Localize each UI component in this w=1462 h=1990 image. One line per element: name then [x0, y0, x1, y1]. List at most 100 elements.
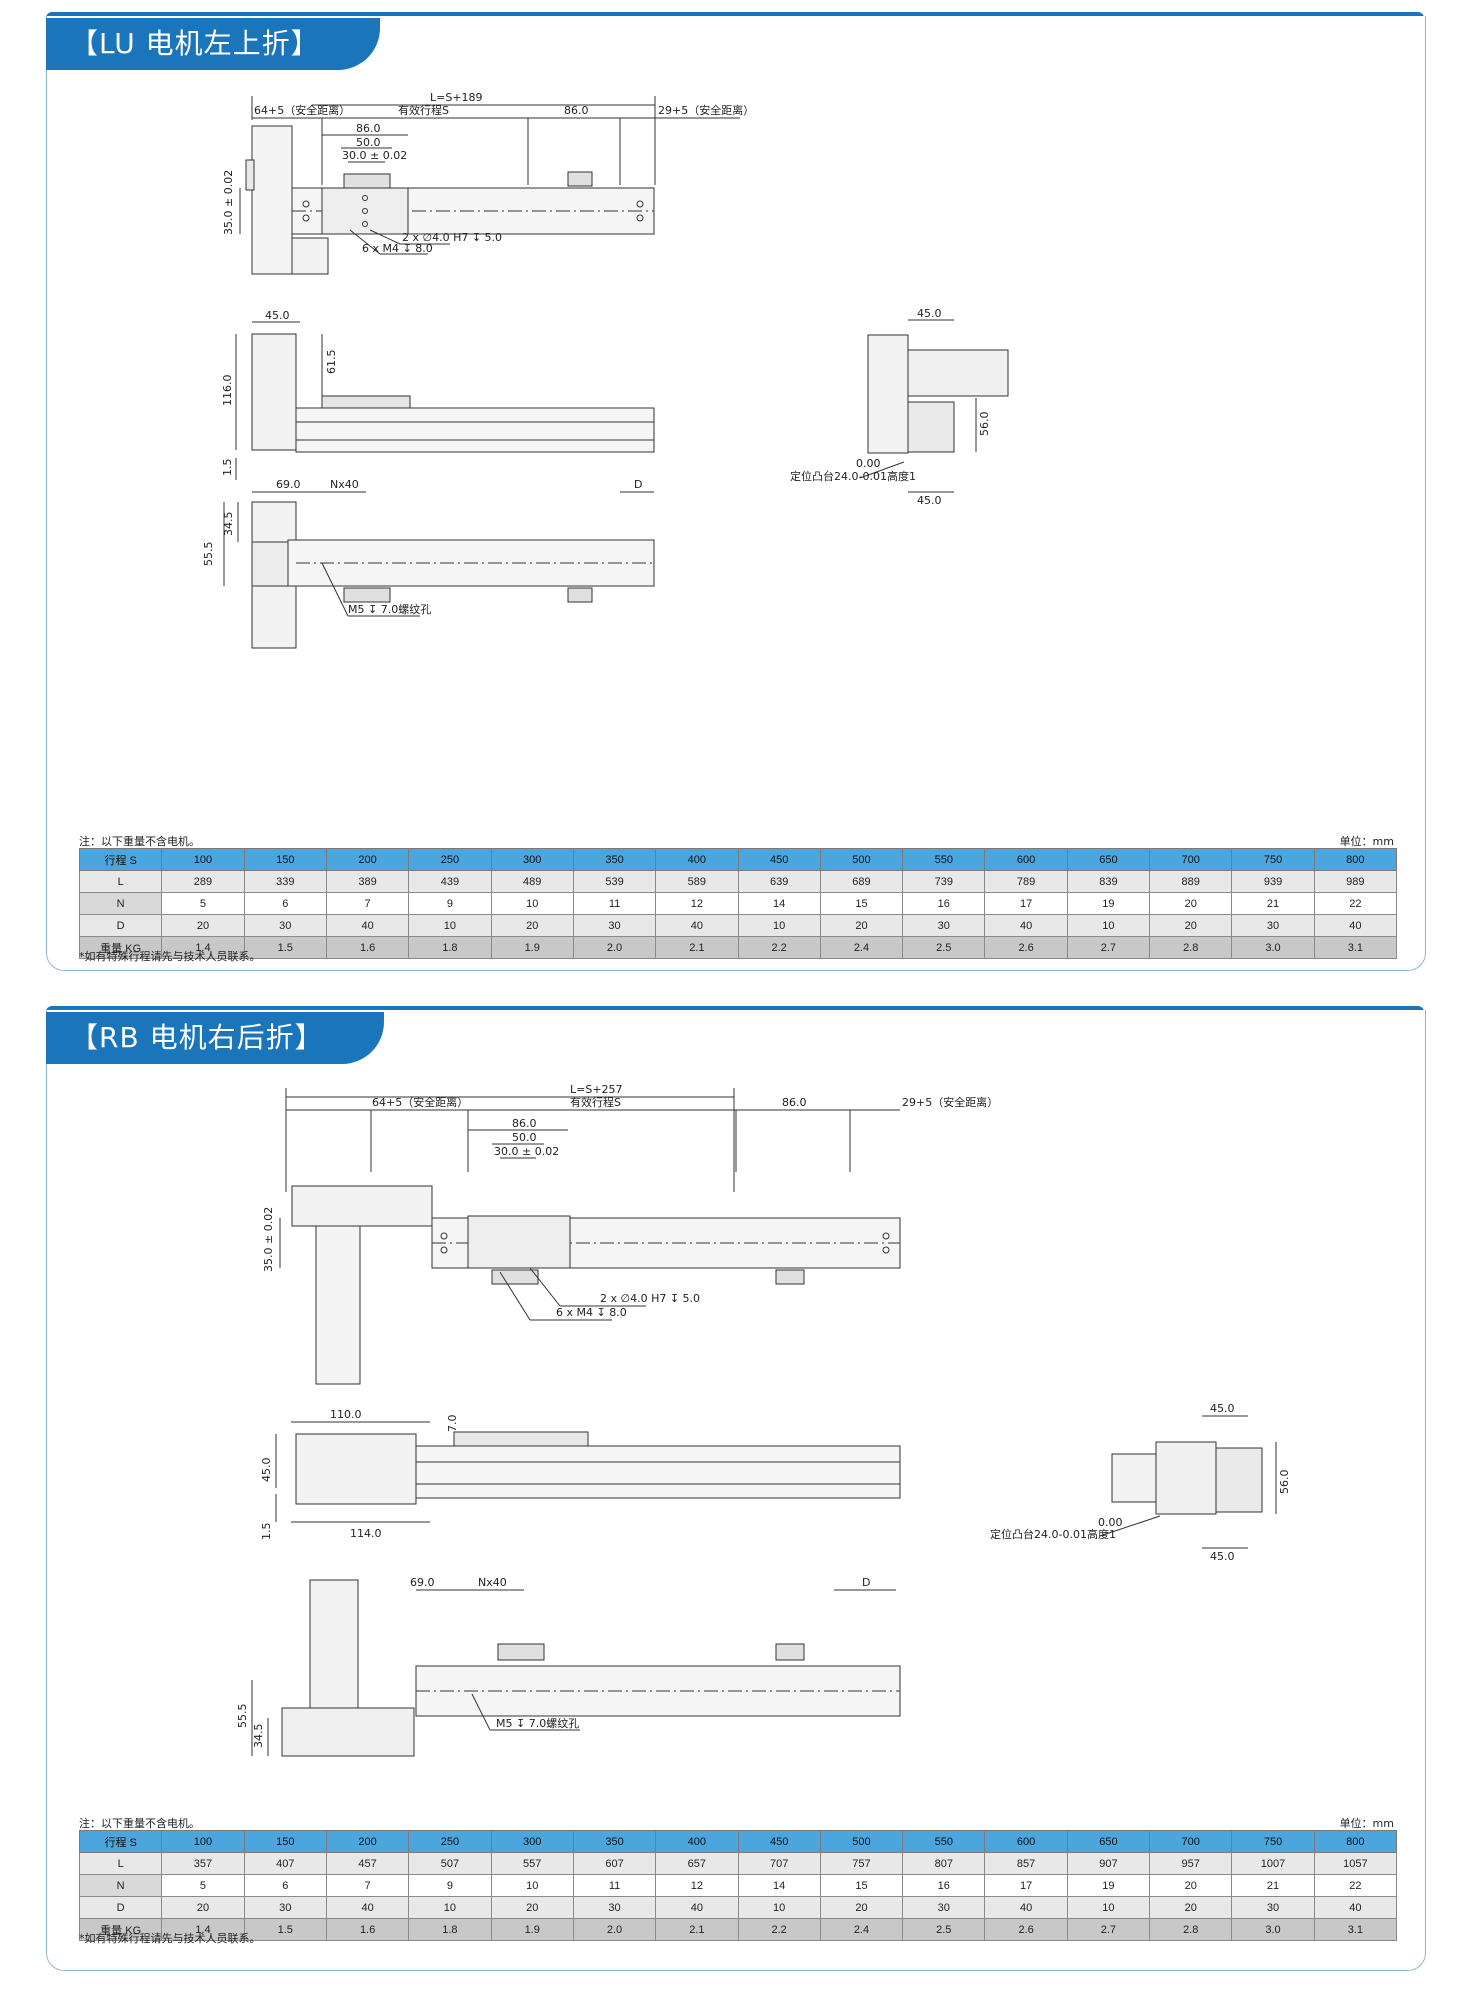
table-cell: 607 — [572, 1852, 657, 1875]
table-cell: 2.8 — [1149, 1918, 1233, 1941]
table-cell: 2.6 — [984, 936, 1068, 959]
table-cell: 9 — [408, 892, 492, 915]
table-cell: 20 — [1149, 892, 1233, 915]
table-cell: 689 — [819, 870, 904, 893]
table-row-label: L — [78, 1852, 163, 1875]
table-cell: 20 — [161, 1896, 245, 1919]
table-cell: 17 — [984, 892, 1068, 915]
table-cell: 889 — [1149, 870, 1233, 893]
table-cell: 20 — [819, 914, 904, 937]
table-cell: 7 — [325, 892, 410, 915]
table-cell: 857 — [984, 1852, 1068, 1875]
table-row: 重量 KG 1.4 1.5 1.6 1.8 1.9 2.0 2.1 2.2 2.… — [78, 936, 1398, 959]
table-header-cell: 250 — [408, 848, 492, 871]
table-cell: 407 — [243, 1852, 327, 1875]
lu-spec-table: 行程 S 100 150 200 250 300 350 400 450 500… — [78, 848, 1398, 959]
table-cell: 639 — [737, 870, 821, 893]
rb-dim-overall: L=S+257 — [570, 1083, 623, 1096]
table-cell: 20 — [819, 1896, 904, 1919]
rb-footnote: *如有特殊行程请先与技术人员联系。 — [79, 1932, 261, 1945]
table-cell: 1.9 — [490, 1918, 574, 1941]
table-cell: 6 — [243, 1874, 327, 1897]
table-cell: 2.5 — [902, 936, 986, 959]
table-header-cell: 150 — [243, 1830, 327, 1853]
table-header-cell: 450 — [737, 1830, 821, 1853]
table-cell: 16 — [902, 892, 986, 915]
lu-dim-safe-right: 29+5（安全距离） — [658, 103, 754, 117]
section-rb-title-text: 【RB 电机右后折】 — [70, 1021, 324, 1054]
table-cell: 10 — [737, 1896, 821, 1919]
table-cell: 2.5 — [902, 1918, 986, 1941]
lu-dim-bot-d: D — [634, 478, 642, 491]
table-row: L 289 339 389 439 489 539 589 639 689 73… — [78, 870, 1398, 893]
table-cell: 20 — [1149, 1874, 1233, 1897]
table-header-cell: 750 — [1231, 1830, 1315, 1853]
table-cell: 40 — [1313, 1896, 1398, 1919]
rb-dim-stroke: 有效行程S — [570, 1095, 621, 1109]
table-header-cell: 200 — [325, 848, 410, 871]
table-cell: 40 — [1313, 914, 1398, 937]
table-cell: 3.1 — [1313, 936, 1398, 959]
table-header-cell: 650 — [1066, 848, 1151, 871]
rb-dim-boss: 定位凸台24.0-0.01高度1 — [990, 1527, 1116, 1541]
table-row: 重量 KG 1.4 1.5 1.6 1.8 1.9 2.0 2.1 2.2 2.… — [78, 1918, 1398, 1941]
table-header-cell: 600 — [984, 1830, 1068, 1853]
table-cell: 989 — [1313, 870, 1398, 893]
lu-note: 注：以下重量不含电机。 — [79, 835, 200, 848]
table-header-row: 行程 S 100 150 200 250 300 350 400 450 500… — [78, 848, 1398, 871]
table-cell: 539 — [572, 870, 657, 893]
rb-dim-side-h2: 7.0 — [446, 1415, 459, 1433]
rb-dim-bot-nx: Nx40 — [478, 1576, 507, 1589]
table-header-cell: 700 — [1149, 1830, 1233, 1853]
table-cell: 939 — [1231, 870, 1315, 893]
table-cell: 289 — [161, 870, 245, 893]
table-cell: 21 — [1231, 1874, 1315, 1897]
lu-dim-boss: 定位凸台24.0-0.01高度1 — [790, 469, 916, 483]
table-header-cell: 800 — [1313, 1830, 1398, 1853]
rb-dim-screw: 6 x M4 ↧ 8.0 — [556, 1306, 627, 1319]
table-cell: 30 — [243, 1896, 327, 1919]
table-cell: 1.8 — [408, 936, 492, 959]
rb-dim-end-b: 45.0 — [1210, 1550, 1235, 1563]
table-header-cell: 150 — [243, 848, 327, 871]
table-cell: 1.6 — [325, 936, 410, 959]
lu-footnote: *如有特殊行程请先与技术人员联系。 — [79, 950, 261, 963]
table-header-row: 行程 S 100 150 200 250 300 350 400 450 500… — [78, 1830, 1398, 1853]
table-row-label: L — [78, 870, 163, 893]
lu-dim-50: 50.0 — [356, 136, 381, 149]
table-cell: 1.6 — [325, 1918, 410, 1941]
rb-dim-side-b: 1.5 — [260, 1523, 273, 1541]
table-cell: 22 — [1313, 1874, 1398, 1897]
table-header-label: 行程 S — [78, 848, 163, 871]
table-cell: 2.7 — [1066, 1918, 1151, 1941]
table-cell: 10 — [408, 1896, 492, 1919]
table-cell: 10 — [1066, 914, 1151, 937]
table-cell: 2.6 — [984, 1918, 1068, 1941]
table-header-cell: 100 — [161, 1830, 245, 1853]
table-cell: 15 — [819, 1874, 904, 1897]
lu-dim-35: 35.0 ± 0.02 — [222, 170, 235, 235]
lu-dim-safe-left: 64+5（安全距离） — [254, 103, 350, 117]
table-cell: 907 — [1066, 1852, 1151, 1875]
lu-dim-86: 86.0 — [564, 104, 589, 117]
table-cell: 1.5 — [243, 1918, 327, 1941]
table-cell: 20 — [490, 1896, 574, 1919]
table-row-label: D — [78, 1896, 163, 1919]
table-cell: 2.0 — [572, 936, 657, 959]
lu-dim-side-b: 1.5 — [221, 459, 234, 477]
table-cell: 757 — [819, 1852, 904, 1875]
rb-drawing: L=S+257 64+5（安全距离） 有效行程S 86.0 29+5（安全距离）… — [236, 1083, 1291, 1757]
section-lu-topline — [46, 12, 1424, 18]
table-cell: 30 — [1231, 1896, 1315, 1919]
table-cell: 19 — [1066, 1874, 1151, 1897]
table-cell: 2.7 — [1066, 936, 1151, 959]
rb-dim-pin: 2 x ∅4.0 H7 ↧ 5.0 — [600, 1292, 700, 1305]
rb-dim-bot-69: 69.0 — [410, 1576, 435, 1589]
table-cell: 40 — [325, 914, 410, 937]
table-cell: 10 — [408, 914, 492, 937]
rb-dim-safe-right: 29+5（安全距离） — [902, 1095, 998, 1109]
table-cell: 489 — [490, 870, 574, 893]
table-cell: 20 — [490, 914, 574, 937]
table-cell: 20 — [1149, 914, 1233, 937]
table-cell: 739 — [902, 870, 986, 893]
